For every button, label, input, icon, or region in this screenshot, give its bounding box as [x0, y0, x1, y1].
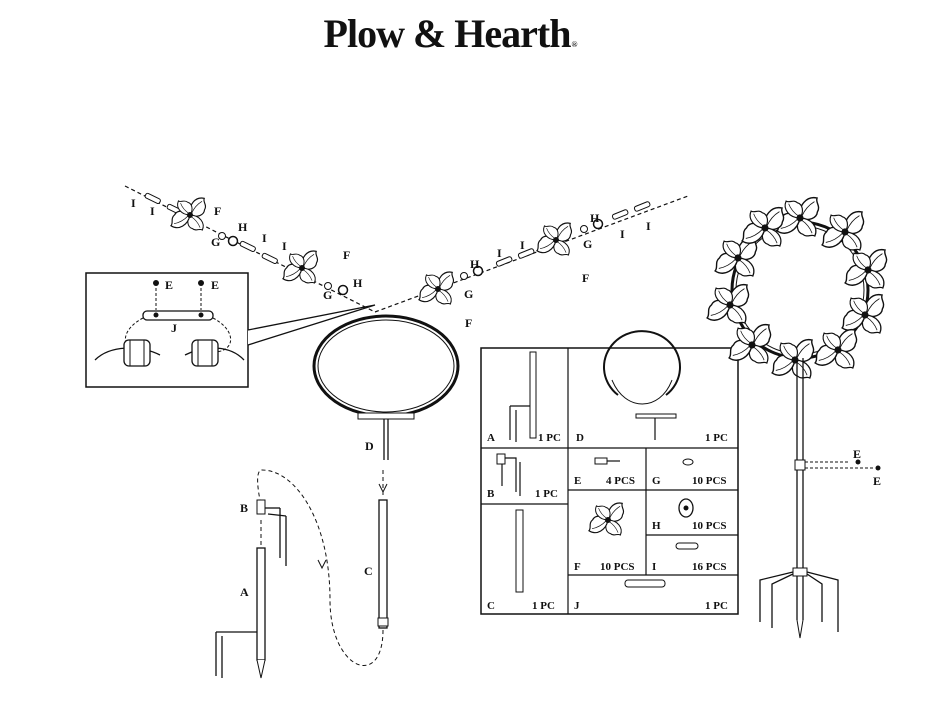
stake-assembly: B A — [216, 500, 286, 678]
ring-assembly: D C — [258, 316, 458, 666]
part-f-letter: F — [574, 561, 581, 573]
label-g: G — [464, 287, 473, 301]
part-j-icon — [625, 580, 665, 587]
label-i: I — [282, 239, 287, 253]
part-g-letter: G — [652, 475, 661, 487]
part-a-qty: 1 PC — [538, 432, 561, 444]
inset-label-j: J — [171, 321, 177, 335]
label-c: C — [364, 564, 373, 578]
part-g-icon — [683, 459, 693, 465]
label-f: F — [343, 248, 350, 262]
label-b: B — [240, 501, 248, 515]
inset-label-e: E — [211, 278, 219, 292]
label-g: G — [211, 235, 220, 249]
part-d-letter: D — [576, 432, 584, 444]
part-i-letter: I — [652, 561, 656, 573]
label-i: I — [520, 238, 525, 252]
part-i-icon — [676, 543, 698, 549]
part-b-qty: 1 PC — [535, 488, 558, 500]
label-a: A — [240, 585, 249, 599]
part-e-qty: 4 PCS — [606, 475, 635, 487]
part-c-icon — [516, 510, 523, 592]
label-i: I — [497, 246, 502, 260]
label-i: I — [150, 204, 155, 218]
parts-table: A 1 PC D 1 PC B 1 PC E 4 PCS G 10 PCS F … — [481, 331, 738, 614]
label-h: H — [238, 220, 248, 234]
part-a-letter: A — [487, 432, 495, 444]
label-i: I — [262, 231, 267, 245]
part-g-qty: 10 PCS — [692, 475, 727, 487]
part-h-qty: 10 PCS — [692, 520, 727, 532]
label-g: G — [583, 237, 592, 251]
label-f: F — [465, 316, 472, 330]
part-d-qty: 1 PC — [705, 432, 728, 444]
inset-label-e: E — [165, 278, 173, 292]
label-h: H — [590, 211, 600, 225]
part-e-icon — [595, 458, 607, 464]
part-h-letter: H — [652, 520, 661, 532]
part-c-qty: 1 PC — [532, 600, 555, 612]
label-e: E — [853, 447, 861, 461]
part-b-letter: B — [487, 488, 495, 500]
part-f-qty: 10 PCS — [600, 561, 635, 573]
label-i: I — [620, 227, 625, 241]
part-c-letter: C — [487, 600, 495, 612]
part-e-letter: E — [574, 475, 581, 487]
label-g: G — [323, 288, 332, 302]
label-i: I — [131, 196, 136, 210]
part-j-letter: J — [574, 600, 580, 612]
label-h: H — [353, 276, 363, 290]
label-h: H — [470, 257, 480, 271]
part-a-icon — [530, 352, 536, 438]
label-f: F — [214, 204, 221, 218]
label-i: I — [646, 219, 651, 233]
label-f: F — [582, 271, 589, 285]
part-i-qty: 16 PCS — [692, 561, 727, 573]
part-j-qty: 1 PC — [705, 600, 728, 612]
label-d: D — [365, 439, 374, 453]
part-b-icon — [497, 454, 505, 464]
label-e: E — [873, 474, 881, 488]
